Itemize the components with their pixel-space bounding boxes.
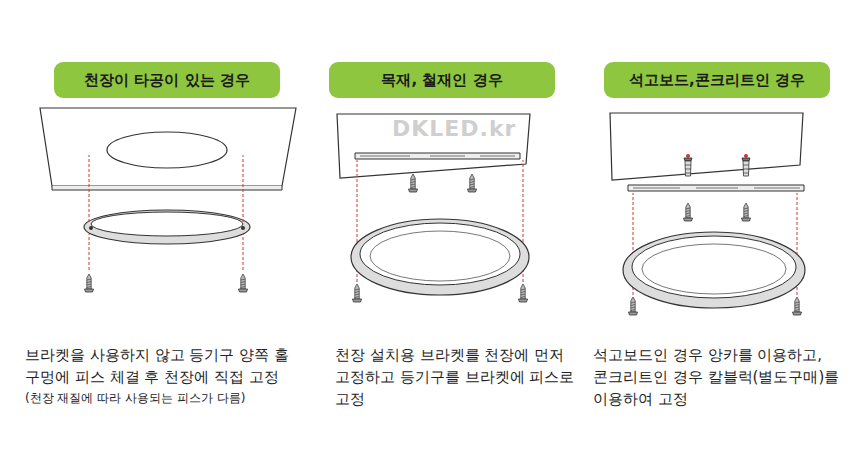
guide-lines: [89, 155, 243, 270]
gypsum-concrete-ceiling: [610, 113, 803, 180]
description: 천장 설치용 브라켓를 천장에 먼저 고정하고 등기구를 브라켓에 피스로 고정: [335, 344, 575, 410]
heading-pill: 천장이 타공이 있는 경우: [54, 62, 280, 98]
heading-text: 목재, 철재인 경우: [381, 71, 502, 90]
heading-text: 천장이 타공이 있는 경우: [84, 71, 250, 90]
bracket: [628, 185, 804, 191]
note: (천장 재질에 따라 사용되는 피스가 다름): [25, 390, 325, 406]
heading-text: 석고보드,콘크리트인 경우: [629, 71, 805, 90]
watermark: DKLED.kr: [392, 117, 516, 141]
heading-pill: 석고보드,콘크리트인 경우: [604, 62, 830, 98]
lamp-ring: [84, 210, 250, 244]
lamp: [623, 232, 805, 308]
wood-steel-ceiling: [337, 114, 530, 178]
description: 석고보드인 경우 앙카를 이용하고, 콘크리트인 경우 칼블럭(별도구매)를 이…: [593, 344, 845, 410]
description: 브라켓을 사용하지 않고 등기구 양쪽 홀 구멍에 피스 체결 후 천장에 직접…: [25, 344, 317, 388]
lamp: [351, 219, 529, 295]
heading-pill: 목재, 철재인 경우: [329, 62, 555, 98]
ceiling-with-hole: [40, 108, 296, 190]
